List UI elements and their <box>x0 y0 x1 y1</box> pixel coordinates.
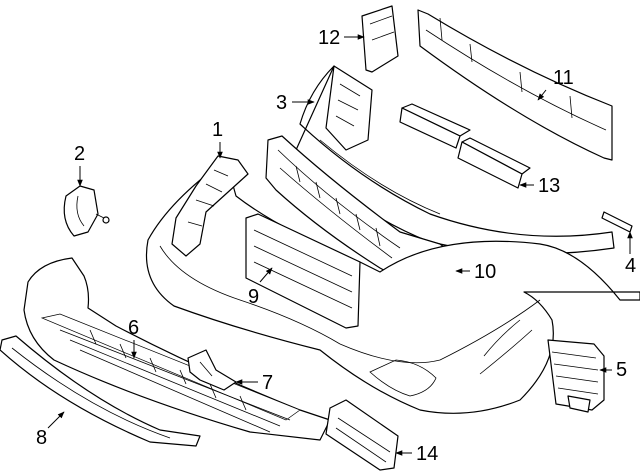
callout-6: 6 <box>128 317 139 359</box>
part-13-absorber <box>399 103 531 189</box>
callout-label-12: 12 <box>318 27 340 49</box>
part-3-upper-cover <box>295 65 615 255</box>
callout-13: 13 <box>519 175 560 197</box>
callout-label-5: 5 <box>616 359 627 381</box>
callout-label-6: 6 <box>128 317 139 339</box>
part-5-fog-bezel <box>547 339 605 413</box>
callout-label-2: 2 <box>74 143 85 165</box>
part-12-tow-hook-cover <box>361 5 399 73</box>
callout-label-13: 13 <box>538 175 560 197</box>
callout-label-10: 10 <box>474 261 496 283</box>
callout-label-3: 3 <box>276 92 287 114</box>
callout-4: 4 <box>625 231 636 277</box>
callout-label-7: 7 <box>262 372 273 394</box>
callout-8: 8 <box>36 411 65 449</box>
part-8-lower-trim <box>0 335 201 447</box>
part-6-lower-bumper <box>23 257 331 441</box>
callout-label-11: 11 <box>553 67 574 89</box>
callout-label-8: 8 <box>36 427 47 449</box>
callout-5: 5 <box>599 359 627 381</box>
callout-9: 9 <box>248 267 273 308</box>
callout-label-14: 14 <box>416 443 438 465</box>
callout-label-4: 4 <box>625 255 636 277</box>
part-4-molding-strip <box>601 211 633 233</box>
callout-2: 2 <box>74 143 85 187</box>
callout-11: 11 <box>537 67 574 101</box>
callout-14: 14 <box>395 443 438 465</box>
part-2-fog-bracket <box>63 185 110 237</box>
part-1-side-bracket <box>171 155 249 257</box>
part-11-upper-molding <box>417 9 613 161</box>
callout-label-1: 1 <box>212 119 223 141</box>
callout-7: 7 <box>235 372 273 394</box>
callout-1: 1 <box>212 119 223 159</box>
part-7-bracket <box>187 349 237 391</box>
callout-10: 10 <box>455 261 496 283</box>
callout-12: 12 <box>318 27 365 49</box>
callout-3: 3 <box>276 92 315 114</box>
callout-label-9: 9 <box>248 286 259 308</box>
part-14-license-bracket <box>325 399 399 471</box>
